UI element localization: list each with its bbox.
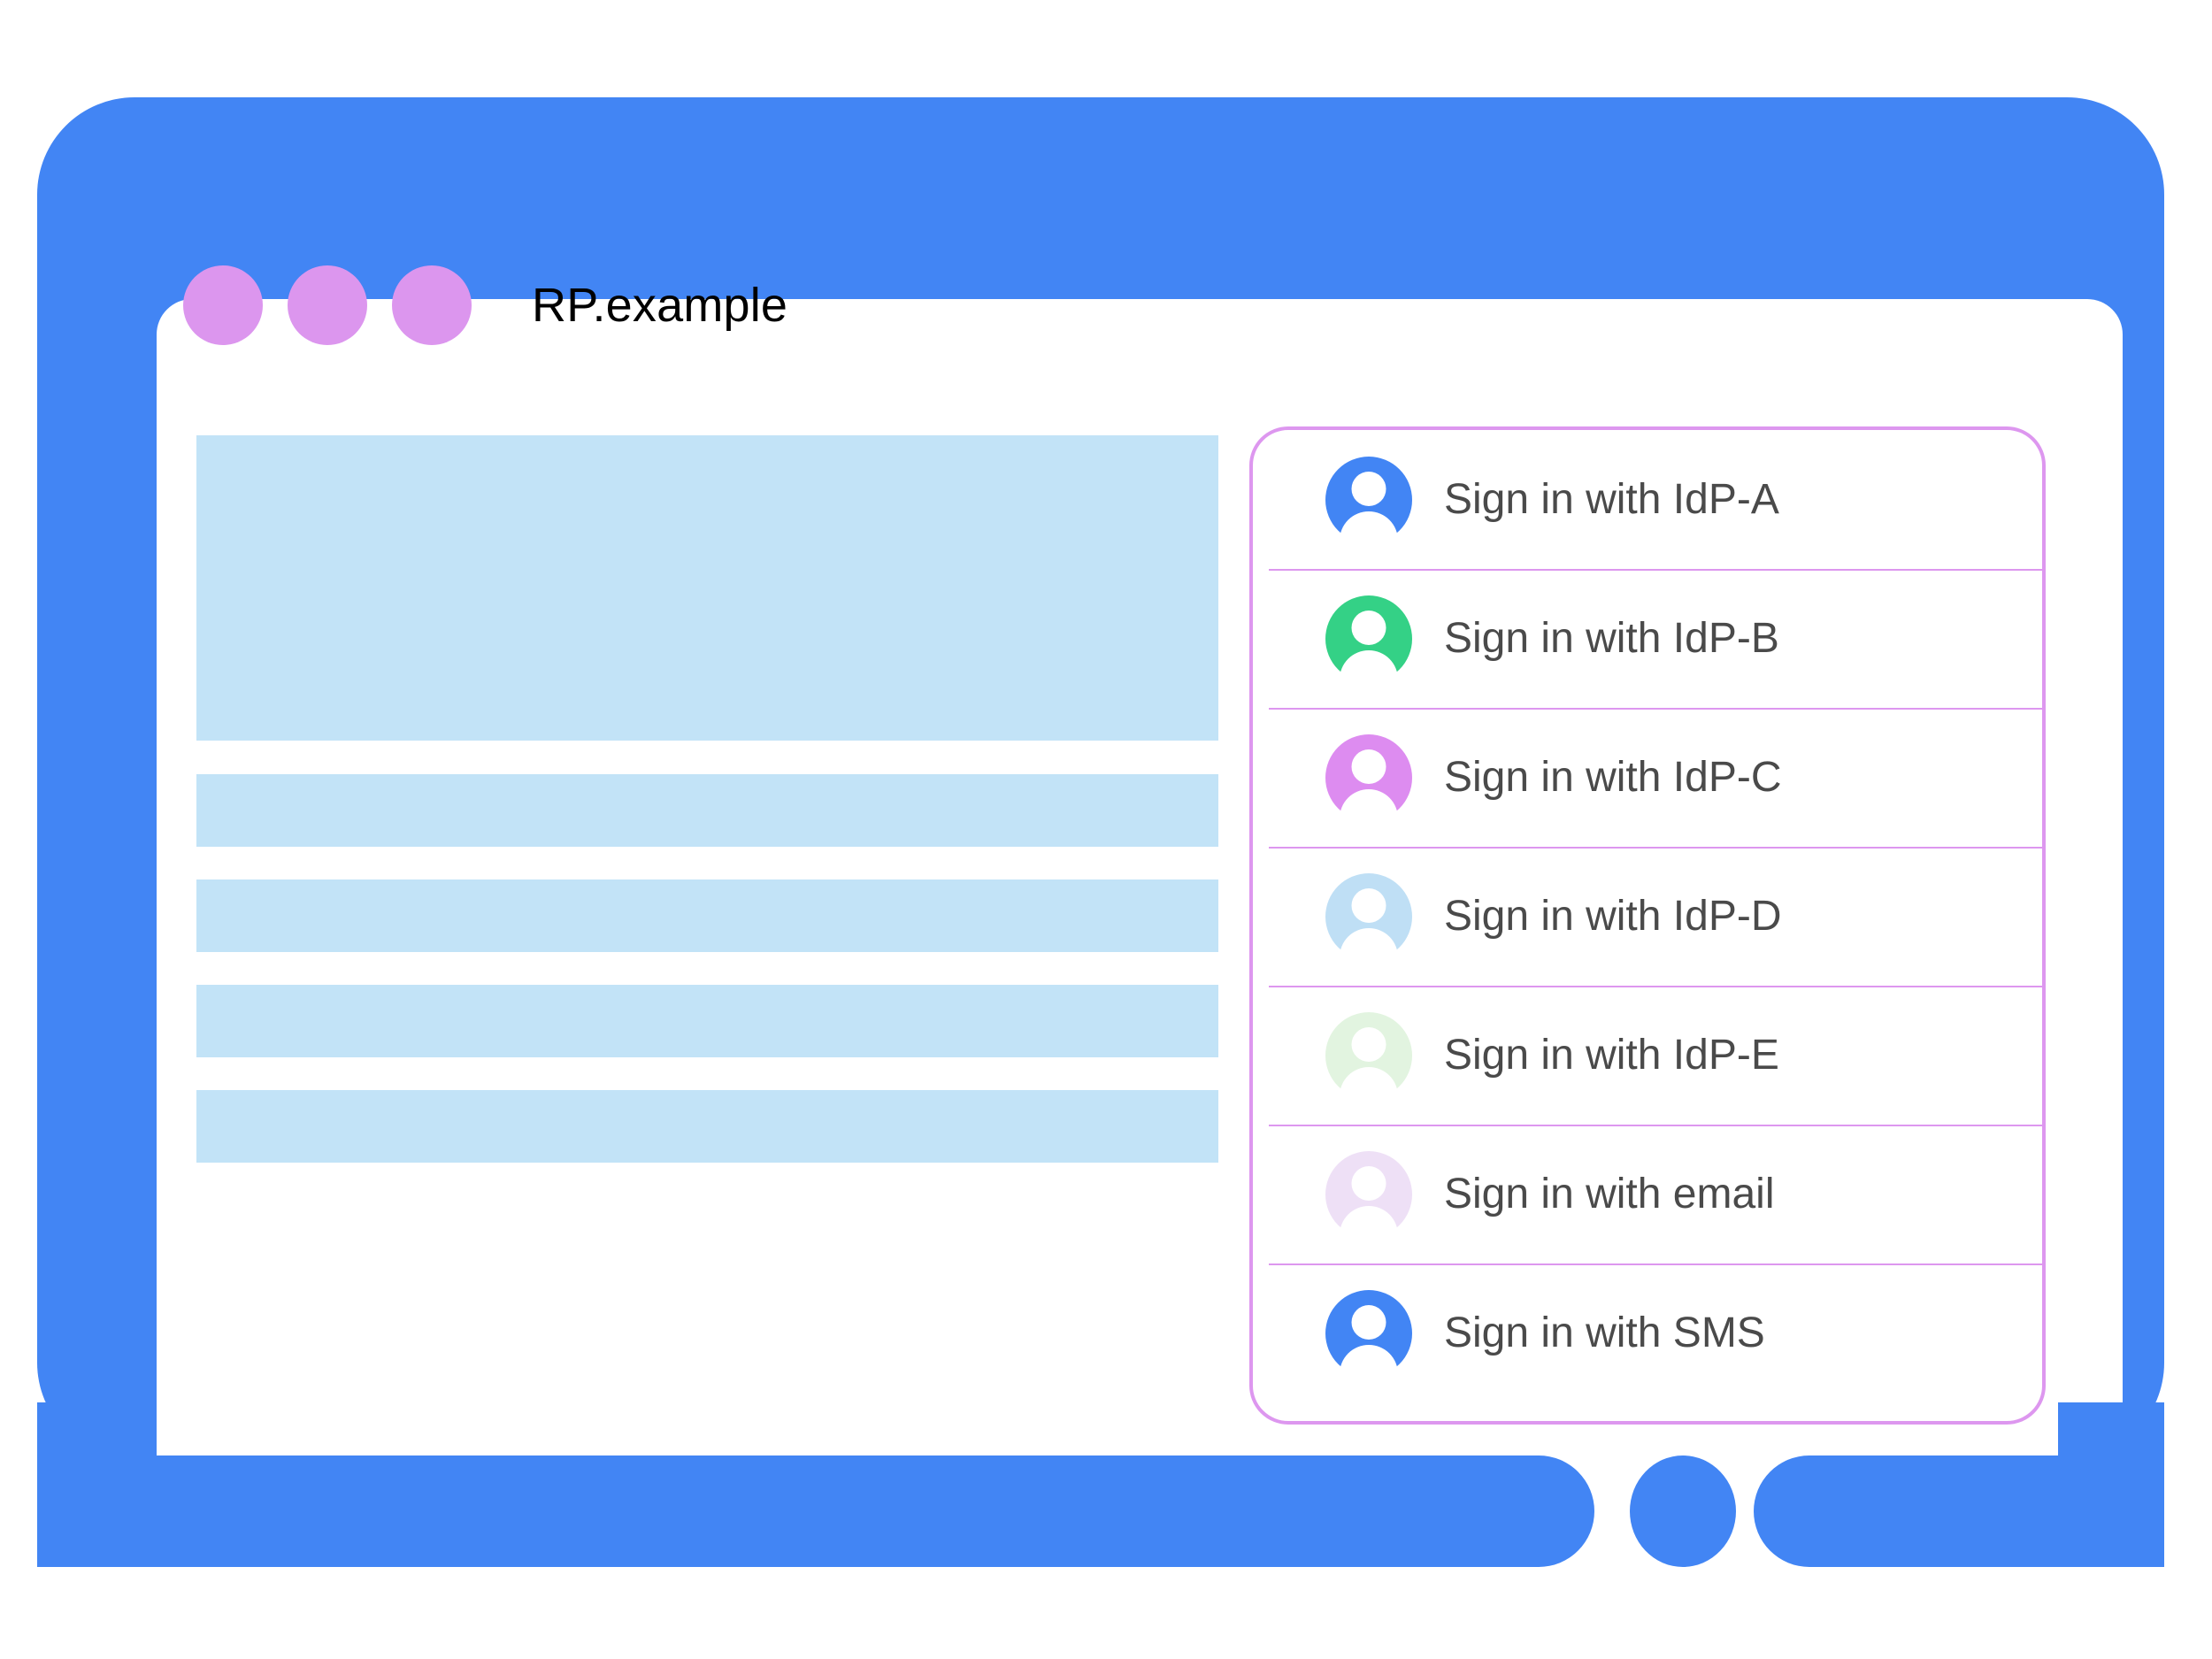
window-titlebar: RP.example — [119, 243, 2085, 367]
avatar-head — [1351, 887, 1386, 923]
signin-option-6[interactable]: Sign in with email — [1253, 1125, 2042, 1263]
avatar-body — [1340, 1205, 1398, 1250]
avatar-body — [1340, 927, 1398, 972]
avatar-body — [1340, 1344, 1398, 1389]
avatar-head — [1351, 471, 1386, 506]
text-placeholder-4 — [196, 1090, 1218, 1163]
avatar-icon — [1325, 595, 1412, 695]
avatar-icon — [1325, 1150, 1412, 1250]
text-placeholder-1 — [196, 774, 1218, 847]
avatar-body — [1340, 1066, 1398, 1111]
text-placeholder-2 — [196, 879, 1218, 952]
avatar-body — [1340, 511, 1398, 556]
hero-placeholder — [196, 435, 1218, 741]
signin-option-label: Sign in with IdP-C — [1444, 754, 1782, 801]
signin-option-4[interactable]: Sign in with IdP-D — [1253, 847, 2042, 986]
account-chooser-card: Sign in with IdP-A Sign in with IdP-B Sign… — [1249, 426, 2046, 1425]
signin-option-1[interactable]: Sign in with IdP-A — [1253, 430, 2042, 569]
home-button[interactable] — [1630, 1455, 1736, 1567]
signin-option-label: Sign in with IdP-D — [1444, 893, 1782, 940]
avatar-head — [1351, 1304, 1386, 1340]
avatar-icon — [1325, 733, 1412, 833]
avatar-head — [1351, 749, 1386, 784]
avatar-icon — [1325, 1011, 1412, 1111]
window-dot-2[interactable] — [288, 265, 367, 345]
avatar-icon — [1325, 872, 1412, 972]
avatar-head — [1351, 610, 1386, 645]
avatar-icon — [1325, 456, 1412, 556]
page-content-placeholders — [196, 435, 1218, 1163]
window-dot-3[interactable] — [392, 265, 472, 345]
avatar-icon — [1325, 1289, 1412, 1389]
signin-option-label: Sign in with IdP-A — [1444, 476, 1779, 523]
window-dot-1[interactable] — [183, 265, 263, 345]
signin-option-3[interactable]: Sign in with IdP-C — [1253, 708, 2042, 847]
signin-option-label: Sign in with IdP-B — [1444, 615, 1779, 662]
signin-option-7[interactable]: Sign in with SMS — [1253, 1263, 2042, 1402]
device-bezel-bottom-right — [1754, 1402, 2164, 1567]
signin-option-label: Sign in with email — [1444, 1171, 1775, 1217]
device-bezel-bottom-left — [37, 1402, 1594, 1567]
avatar-body — [1340, 649, 1398, 695]
text-placeholder-3 — [196, 985, 1218, 1057]
signin-option-label: Sign in with SMS — [1444, 1310, 1765, 1356]
page-title: RP.example — [532, 279, 788, 332]
signin-option-label: Sign in with IdP-E — [1444, 1032, 1779, 1079]
signin-option-5[interactable]: Sign in with IdP-E — [1253, 986, 2042, 1125]
avatar-body — [1340, 788, 1398, 833]
signin-option-2[interactable]: Sign in with IdP-B — [1253, 569, 2042, 708]
avatar-head — [1351, 1026, 1386, 1062]
avatar-head — [1351, 1165, 1386, 1201]
